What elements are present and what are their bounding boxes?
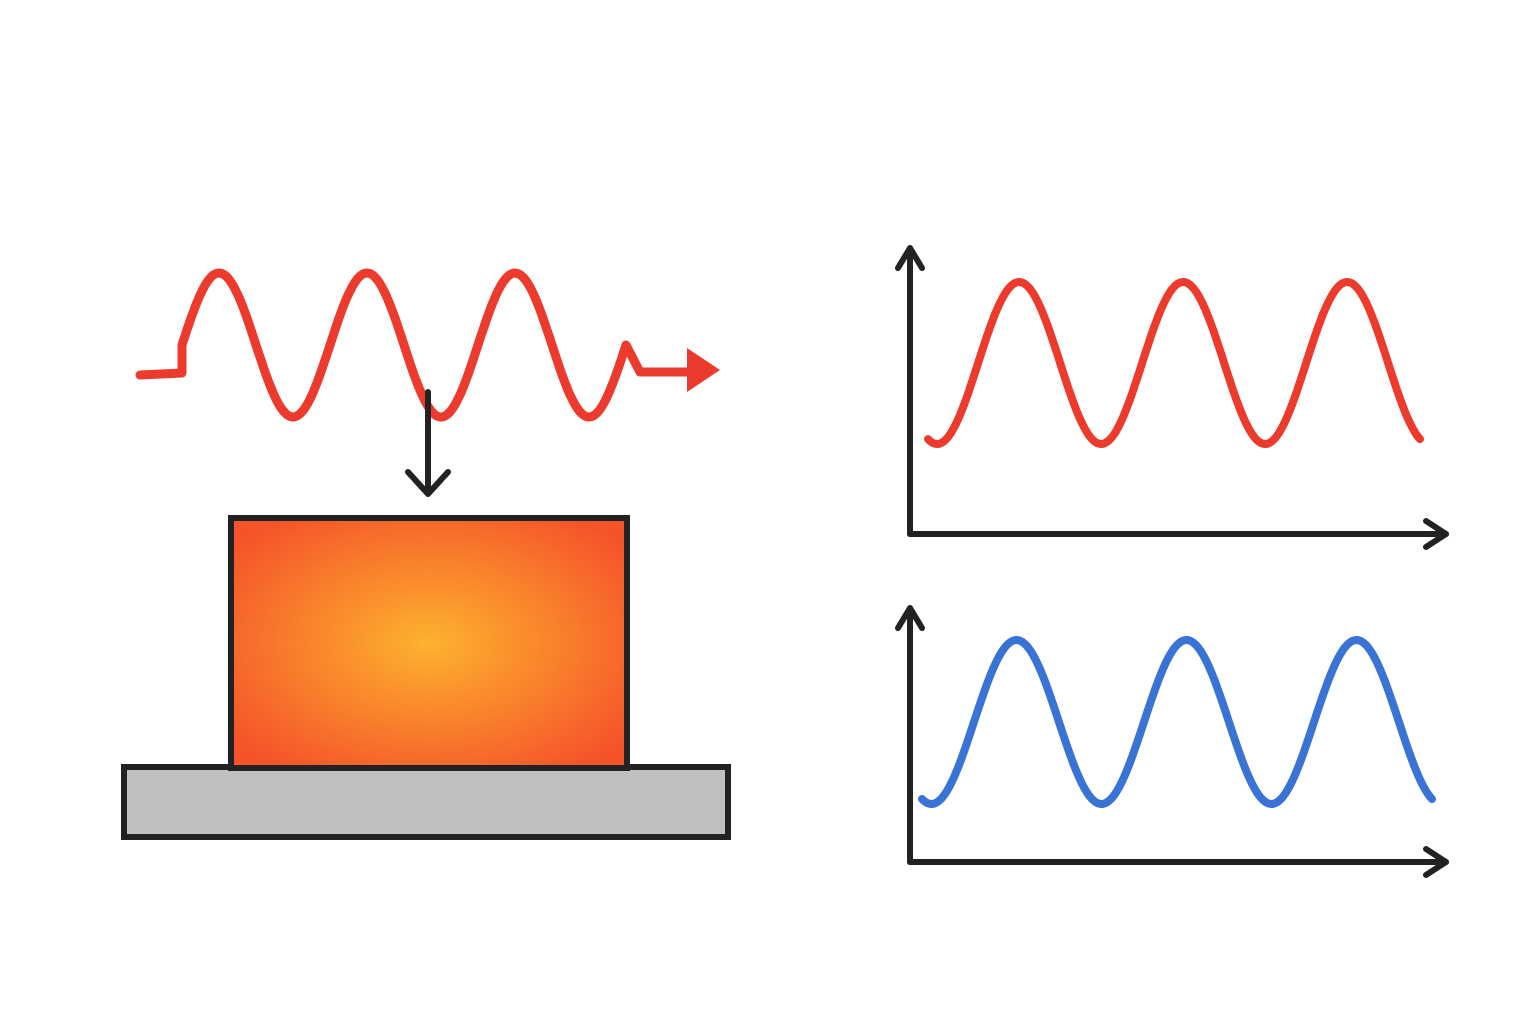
chart-top-y-axis-arrowhead [895, 245, 925, 271]
chart-bottom-series-line [918, 636, 1436, 808]
substrate-plate [121, 764, 731, 840]
heated-sample-block [228, 515, 630, 771]
chart-bottom-y-axis-arrowhead [895, 605, 925, 631]
left-scene [121, 268, 731, 840]
chart-top [895, 245, 1449, 550]
chart-bottom-x-axis-arrowhead [1423, 846, 1449, 878]
incident-wave [135, 268, 695, 422]
incident-wave-arrowhead [687, 348, 720, 392]
chart-top-series-line [924, 278, 1424, 448]
absorption-arrow-head [405, 469, 451, 497]
chart-top-x-axis-arrowhead [1423, 518, 1449, 550]
chart-bottom [895, 605, 1449, 878]
